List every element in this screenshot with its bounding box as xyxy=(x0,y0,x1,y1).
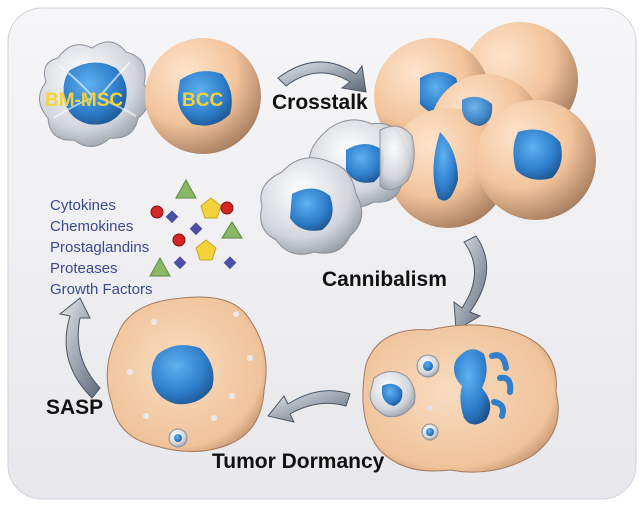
secreted-molecules xyxy=(149,178,243,277)
bm-msc-cell xyxy=(39,41,150,147)
diamond-molecule xyxy=(223,256,237,270)
bm-msc-label: BM-MSC xyxy=(45,90,123,111)
sasp-label: SASP xyxy=(46,396,103,419)
triangle-molecule xyxy=(175,178,197,199)
bcc-label: BCC xyxy=(182,90,223,111)
circle-molecule xyxy=(220,201,234,215)
sasp-arrow xyxy=(58,297,101,399)
factor-chemokines: Chemokines xyxy=(50,218,133,235)
factor-prostaglandins: Prostaglandins xyxy=(50,239,149,256)
tumor-dormancy-label: Tumor Dormancy xyxy=(212,450,385,473)
triangle-molecule xyxy=(221,221,243,239)
circle-molecule xyxy=(172,233,186,247)
diamond-molecule xyxy=(189,222,203,236)
factor-cytokines: Cytokines xyxy=(50,197,116,214)
msc-cluster xyxy=(260,119,415,255)
factor-proteases: Proteases xyxy=(50,260,118,277)
dormancy-arrow xyxy=(267,390,351,423)
diamond-molecule xyxy=(165,210,179,224)
crosstalk-label: Crosstalk xyxy=(272,91,368,114)
bcc-cluster xyxy=(374,22,596,228)
hybrid-cell xyxy=(362,324,559,473)
cannibalism-label: Cannibalism xyxy=(322,268,447,291)
bcc-cell xyxy=(145,38,261,154)
circle-molecule xyxy=(150,205,164,219)
crosstalk-arrow xyxy=(277,61,367,93)
pentagon-molecule xyxy=(195,239,217,261)
diamond-molecule xyxy=(173,256,187,270)
triangle-molecule xyxy=(149,256,171,277)
factor-growth-factors: Growth Factors xyxy=(50,281,153,298)
dormant-cell xyxy=(106,296,267,453)
pentagon-molecule xyxy=(200,197,222,219)
